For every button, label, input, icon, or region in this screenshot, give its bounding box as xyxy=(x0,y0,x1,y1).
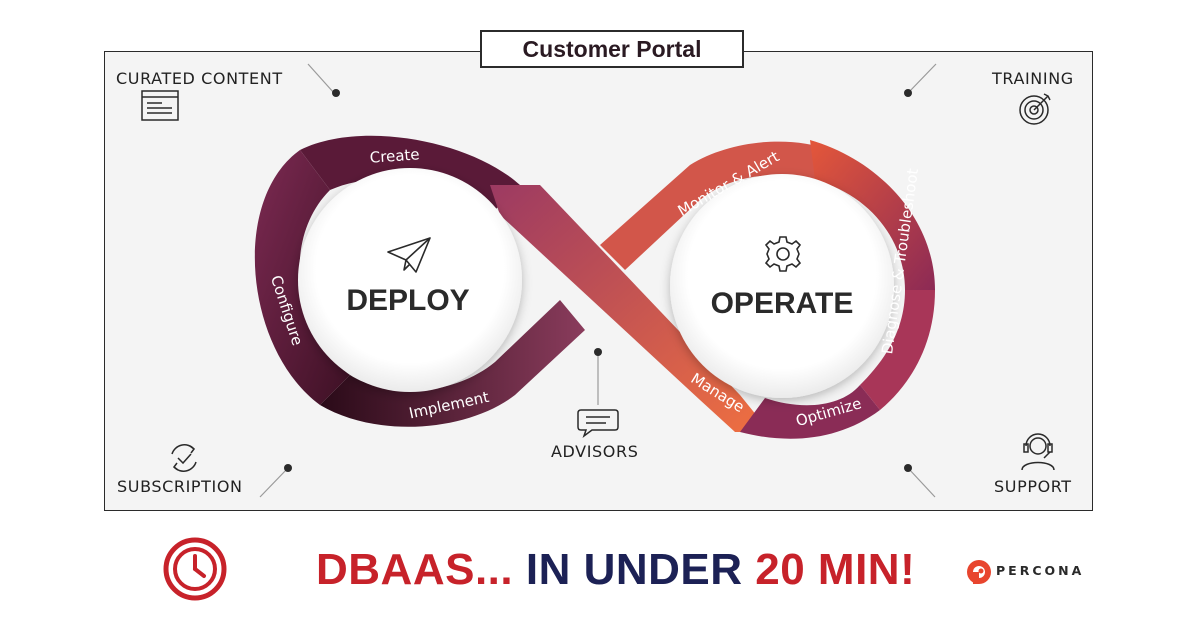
advisors-label: ADVISORS xyxy=(551,442,639,461)
target-icon xyxy=(1019,93,1051,125)
support-label: SUPPORT xyxy=(994,477,1072,496)
operate-loop-top xyxy=(810,140,935,290)
infinity-loop-diagram: Create Configure Implement Monitor & Ale… xyxy=(141,63,1055,498)
headset-agent-icon xyxy=(1021,433,1055,471)
deploy-hub xyxy=(298,168,522,392)
brand-name: PERCONA xyxy=(996,563,1085,578)
deploy-loop-left xyxy=(254,150,350,405)
operate-loop-right xyxy=(860,290,935,410)
deploy-loop-bottom xyxy=(320,300,585,427)
connector-dots xyxy=(284,89,912,472)
cross-band-main xyxy=(490,185,770,432)
connector-lines xyxy=(259,63,937,498)
clock-icon xyxy=(163,537,227,601)
chat-bubble-icon xyxy=(577,409,619,439)
headline: DBAAS... IN UNDER 20 MIN! xyxy=(316,545,915,595)
document-list-icon xyxy=(141,90,179,121)
headline-part-dbaas: DBAAS... xyxy=(316,545,526,594)
operate-loop-bottom xyxy=(740,385,880,439)
curated-content-label: CURATED CONTENT xyxy=(116,69,283,88)
operate-label: OPERATE xyxy=(711,287,854,320)
subscription-label: SUBSCRIPTION xyxy=(117,477,243,496)
bottom-banner xyxy=(0,528,1200,628)
headline-part-in-under: IN UNDER xyxy=(525,545,756,594)
refresh-check-icon xyxy=(171,444,197,472)
cross-band-secondary xyxy=(600,141,830,270)
gear-icon xyxy=(764,236,802,272)
operate-hub xyxy=(670,174,894,398)
deploy-label: DEPLOY xyxy=(346,284,469,317)
portal-title: Customer Portal xyxy=(480,30,744,68)
training-label: TRAINING xyxy=(992,69,1074,88)
paper-plane-icon xyxy=(387,237,431,273)
headline-part-20-min: 20 MIN! xyxy=(755,545,916,594)
percona-logo-icon xyxy=(967,560,991,584)
step-create: Create xyxy=(369,145,420,166)
